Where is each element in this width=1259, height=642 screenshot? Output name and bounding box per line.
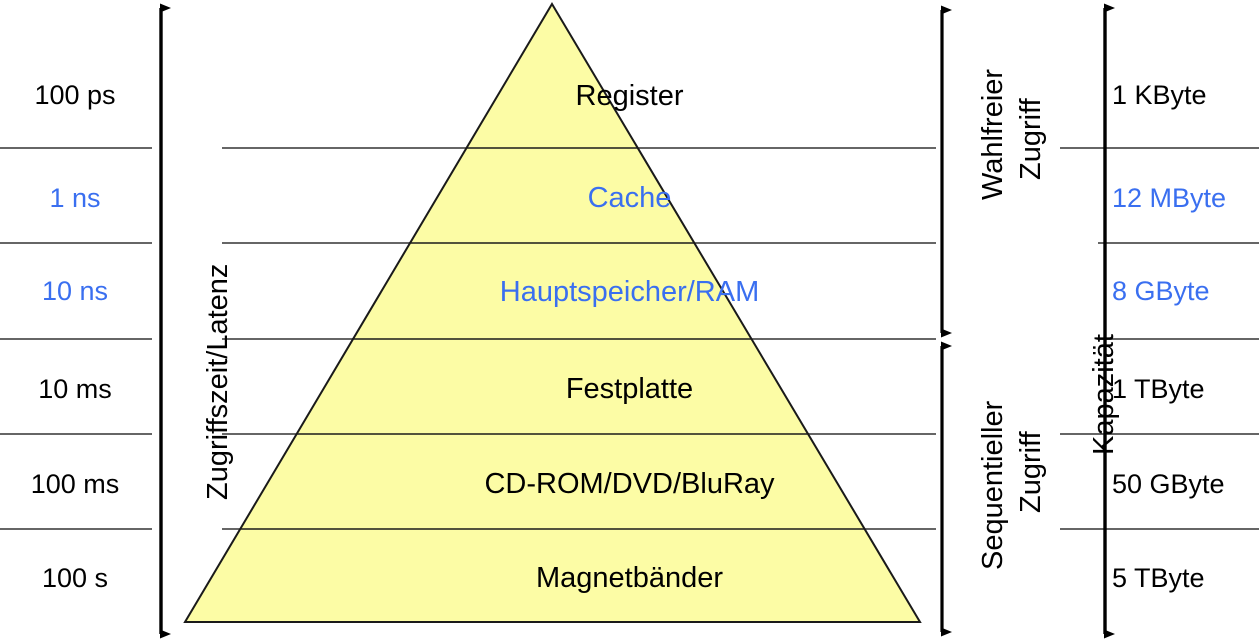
pyramid-internal-dividers	[240, 147, 865, 530]
tier-label-hauptspeicher: Hauptspeicher/RAM	[499, 276, 760, 308]
tier-label-festplatte: Festplatte	[565, 373, 694, 405]
tier-label-cdrom: CD-ROM/DVD/BluRay	[484, 468, 775, 500]
capacity-value-1: 12 MByte	[1112, 183, 1227, 213]
capacity-value-2: 8 GByte	[1112, 276, 1210, 306]
capacity-value-4: 50 GByte	[1112, 469, 1225, 499]
random-access-title-line1: Wahlfreier	[977, 68, 1009, 200]
capacity-value-3: 1 TByte	[1112, 374, 1205, 404]
sequential-access-title-line2: Zugriff	[1015, 431, 1047, 513]
capacity-axis-title: Kapazität	[1088, 334, 1120, 455]
latency-value-3: 10 ms	[38, 374, 112, 404]
latency-value-0: 100 ps	[34, 80, 116, 110]
latency-value-5: 100 s	[41, 563, 109, 593]
random-access-title-line2: Zugriff	[1015, 98, 1047, 180]
tier-label-magnetbaender: Magnetbänder	[535, 562, 724, 594]
latency-value-2: 10 ns	[41, 276, 109, 306]
capacity-value-0: 1 KByte	[1112, 80, 1207, 110]
latency-value-4: 100 ms	[30, 469, 120, 499]
tier-label-register: Register	[575, 80, 684, 112]
latency-axis-title: Zugriffszeit/Latenz	[202, 263, 234, 500]
pyramid-shape	[183, 2, 922, 623]
tier-label-cache: Cache	[587, 182, 672, 214]
capacity-value-5: 5 TByte	[1112, 563, 1205, 593]
sequential-access-title-line1: Sequentieller	[977, 400, 1009, 570]
latency-value-1: 1 ns	[49, 183, 101, 213]
